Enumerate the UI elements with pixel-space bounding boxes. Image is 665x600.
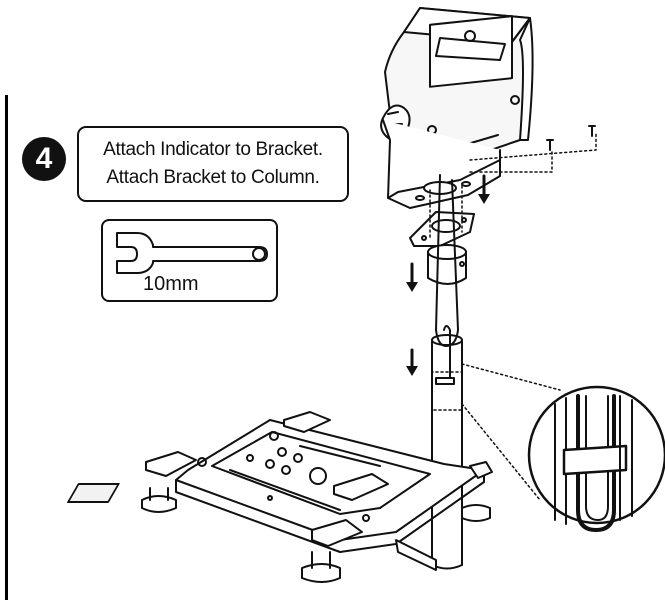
instruction-callout: Attach Indicator to Bracket. Attach Brac…	[77, 126, 349, 202]
cable-detail-magnifier	[527, 385, 665, 532]
scale-base-platform	[67, 419, 485, 553]
support-column	[431, 334, 463, 570]
bracket-screws	[546, 125, 596, 151]
wrench-size-label: 10mm	[143, 273, 199, 295]
tool-requirement-box: 10mm	[101, 219, 278, 302]
assembly-guide-lines	[429, 131, 597, 501]
leveling-feet	[141, 487, 491, 583]
step-number: 4	[35, 142, 53, 175]
page-margin-rule	[5, 95, 8, 600]
direction-arrows	[410, 174, 486, 370]
column-collar	[427, 244, 467, 285]
spacer-plate	[409, 211, 475, 247]
mounting-bracket	[382, 119, 501, 209]
indicator-cable	[435, 174, 459, 385]
step-number-badge: 4	[22, 137, 66, 181]
platform-corner-pads	[145, 411, 493, 547]
instruction-line-1: Attach Indicator to Bracket.	[103, 139, 323, 160]
column-base-arm	[395, 539, 437, 571]
indicator-display-unit	[384, 7, 534, 170]
wrench-icon	[116, 232, 268, 274]
instruction-line-2: Attach Bracket to Column.	[106, 167, 320, 188]
